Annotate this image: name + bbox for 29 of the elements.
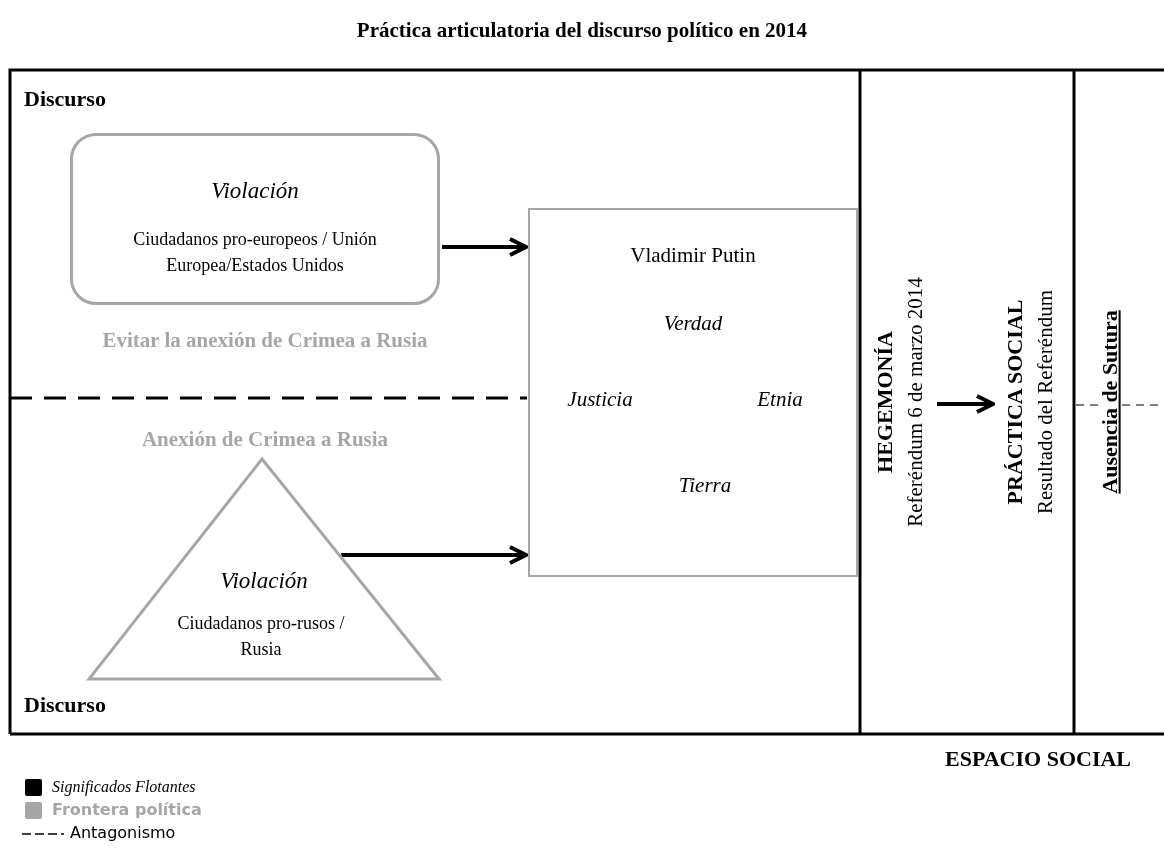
diagram-title: Práctica articulatoria del discurso político en 2014 bbox=[355, 18, 809, 43]
keyword: Etnia bbox=[756, 386, 804, 413]
frontier-label: Anexión de Crimea a Rusia bbox=[140, 426, 390, 453]
keyword: Verdad bbox=[662, 310, 724, 337]
arrow bbox=[442, 237, 528, 257]
rounded-box bbox=[70, 133, 440, 305]
heading: HEGEMONÍA bbox=[870, 331, 898, 473]
section-label: Discurso bbox=[24, 85, 106, 113]
node-text: Resultado del Referéndum bbox=[1031, 290, 1058, 514]
triangle-shape bbox=[86, 456, 442, 682]
node-text: Ciudadanos pro-europeos / Unión Europea/Estados Unidos bbox=[132, 228, 378, 278]
section-label: Discurso bbox=[24, 691, 106, 719]
keyword: Justicia bbox=[566, 386, 634, 413]
frontier-label: Evitar la anexión de Crimea a Rusia bbox=[101, 327, 429, 354]
node-text: Referéndum 6 de marzo 2014 bbox=[901, 277, 928, 527]
legend-text: Antagonismo bbox=[70, 822, 176, 844]
legend-text: Significados Flotantes bbox=[52, 777, 196, 798]
section-label: Ausencia de Sutura bbox=[1095, 310, 1123, 494]
legend-text: Frontera política bbox=[52, 799, 202, 821]
keyword: Tierra bbox=[677, 472, 733, 499]
arrow bbox=[937, 394, 995, 414]
arrow bbox=[341, 545, 528, 565]
keyword: Violación bbox=[219, 567, 309, 595]
node-text: Vladimir Putin bbox=[629, 242, 757, 269]
node-text: Ciudadanos pro-rusos / Rusia bbox=[176, 612, 346, 662]
keyword: Violación bbox=[210, 177, 300, 205]
heading: PRÁCTICA SOCIAL bbox=[1000, 299, 1028, 505]
process-box bbox=[528, 208, 858, 577]
section-label: ESPACIO SOCIAL bbox=[945, 745, 1132, 773]
